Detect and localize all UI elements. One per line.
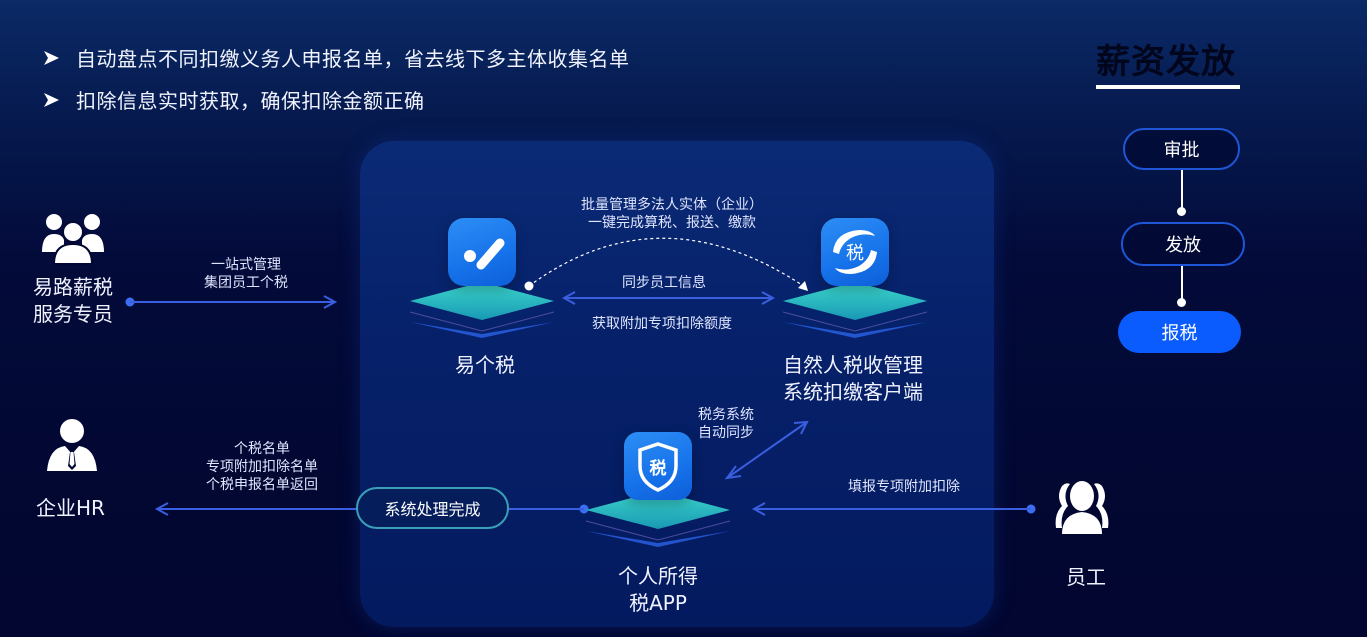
arrowhead-bullet-icon [44,92,59,107]
group-users-icon [42,214,104,265]
platform-personal-tax-app [585,491,731,547]
step-file-tax[interactable]: 报税 [1118,311,1241,353]
step-connector-dot [1177,298,1186,307]
personal-tax-app-label: 个人所得 税APP [618,564,698,615]
edge-label-fill-deduction: 填报专项附加扣除 [848,479,960,495]
step-disburse[interactable]: 发放 [1121,222,1245,266]
employee-label: 员工 [1066,565,1106,589]
platform-yigeshui [409,282,555,338]
payroll-title: 薪资发放 [1096,42,1236,82]
business-person-icon [47,419,97,471]
edge-label-return-lists: 个税名单 专项附加扣除名单 个税申报名单返回 [206,441,318,493]
yigeshui-label: 易个税 [455,353,515,377]
process-complete-badge: 系统处理完成 [356,487,509,529]
step-connector-dot [1177,207,1186,216]
natural-person-system-label: 自然人税收管理 系统扣缴客户端 [783,353,923,404]
step-connector [1181,266,1183,301]
edge-label-tax-sync: 税务系统 自动同步 [698,407,754,441]
edge-label-deduction-quota: 获取附加专项扣除额度 [592,316,732,332]
edge-label-batch: 批量管理多法人实体（企业） 一键完成算税、报送、缴款 [581,197,763,231]
platform-natural-person [782,282,928,338]
tax-shield-app-icon[interactable]: 税 [624,432,692,500]
bullet-item: 扣除信息实时获取，确保扣除金额正确 [42,85,425,114]
edge-label-staff: 一站式管理 集团员工个税 [204,257,288,291]
yigeshui-app-icon[interactable] [448,218,516,286]
hr-label: 企业HR [36,496,105,520]
tax-hands-app-icon[interactable]: 税 [821,218,889,286]
bullet-text: 自动盘点不同扣缴义务人申报名单，省去线下多主体收集名单 [76,47,630,71]
employees-icon [1055,481,1109,534]
step-approve[interactable]: 审批 [1123,128,1240,170]
edge-label-sync-employee: 同步员工信息 [622,275,706,291]
bullet-item: 自动盘点不同扣缴义务人申报名单，省去线下多主体收集名单 [42,43,630,72]
svg-text:税: 税 [846,243,864,264]
arrowhead-bullet-icon [44,50,59,65]
service-staff-label: 易路薪税 服务专员 [33,275,113,326]
bullet-text: 扣除信息实时获取，确保扣除金额正确 [76,89,425,113]
svg-text:税: 税 [650,458,667,479]
step-connector [1181,170,1183,210]
title-underline [1096,85,1240,89]
